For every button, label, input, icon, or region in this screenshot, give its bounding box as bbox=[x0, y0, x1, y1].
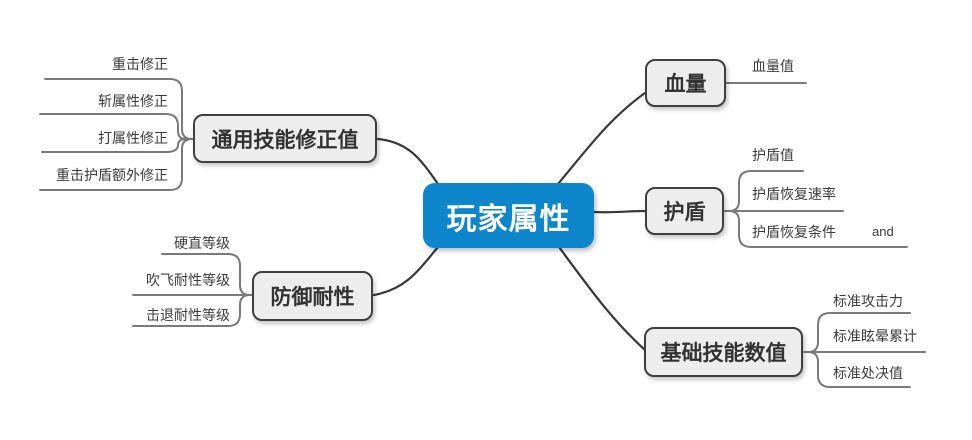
leaf-shield-recovery-rate[interactable]: 护盾恢复速率 bbox=[752, 186, 836, 202]
leaf-launch-resistance-level[interactable]: 吹飞耐性等级 bbox=[146, 272, 230, 288]
link-heavy-attack-modifier bbox=[44, 78, 193, 140]
leaf-stagger-level[interactable]: 硬直等级 bbox=[174, 235, 230, 251]
leaf-strike-attribute-modifier[interactable]: 打属性修正 bbox=[98, 130, 168, 146]
link-root-to-defense-resistance bbox=[372, 245, 440, 297]
node-general-skill-modifiers[interactable]: 通用技能修正值 bbox=[193, 114, 377, 163]
link-root-to-shield bbox=[592, 209, 647, 214]
node-base-skill-values[interactable]: 基础技能数值 bbox=[644, 327, 803, 377]
leaf-health-value[interactable]: 血量值 bbox=[752, 58, 794, 74]
link-heavy-attack-shield-extra-modifier bbox=[39, 138, 193, 191]
leaf-shield-recovery-condition[interactable]: 护盾恢复条件 bbox=[752, 224, 836, 240]
leaf-standard-attack-power[interactable]: 标准攻击力 bbox=[833, 293, 903, 309]
link-stagger-level bbox=[161, 253, 251, 296]
link-shield-recovery-condition bbox=[728, 210, 908, 248]
link-knockback-resistance-level bbox=[132, 294, 251, 327]
node-defense-resistance[interactable]: 防御耐性 bbox=[252, 271, 373, 321]
node-player-attributes[interactable]: 玩家属性 bbox=[423, 183, 594, 248]
leaf-knockback-resistance-level[interactable]: 击退耐性等级 bbox=[146, 307, 230, 323]
link-standard-execution-value bbox=[807, 351, 911, 388]
link-standard-attack-power bbox=[807, 312, 911, 353]
leaf-heavy-attack-shield-extra-modifier[interactable]: 重击护盾额外修正 bbox=[56, 167, 168, 183]
node-shield[interactable]: 护盾 bbox=[645, 187, 724, 235]
leaf-standard-execution-value[interactable]: 标准处决值 bbox=[833, 365, 903, 381]
and-label[interactable]: and bbox=[872, 224, 894, 239]
link-shield-value bbox=[728, 170, 804, 212]
leaf-shield-value[interactable]: 护盾值 bbox=[752, 147, 794, 163]
link-root-to-health bbox=[556, 91, 647, 186]
node-health[interactable]: 血量 bbox=[645, 59, 726, 107]
leaf-heavy-attack-modifier[interactable]: 重击修正 bbox=[112, 56, 168, 72]
link-slash-attribute-modifier bbox=[39, 113, 187, 140]
link-root-to-general-skill-modifiers bbox=[376, 137, 440, 186]
leaf-standard-stun-accumulation[interactable]: 标准眩晕累计 bbox=[833, 328, 917, 344]
link-strike-attribute-modifier bbox=[41, 138, 187, 153]
leaf-slash-attribute-modifier[interactable]: 斩属性修正 bbox=[98, 93, 168, 109]
link-root-to-base-skill-values bbox=[557, 245, 647, 352]
